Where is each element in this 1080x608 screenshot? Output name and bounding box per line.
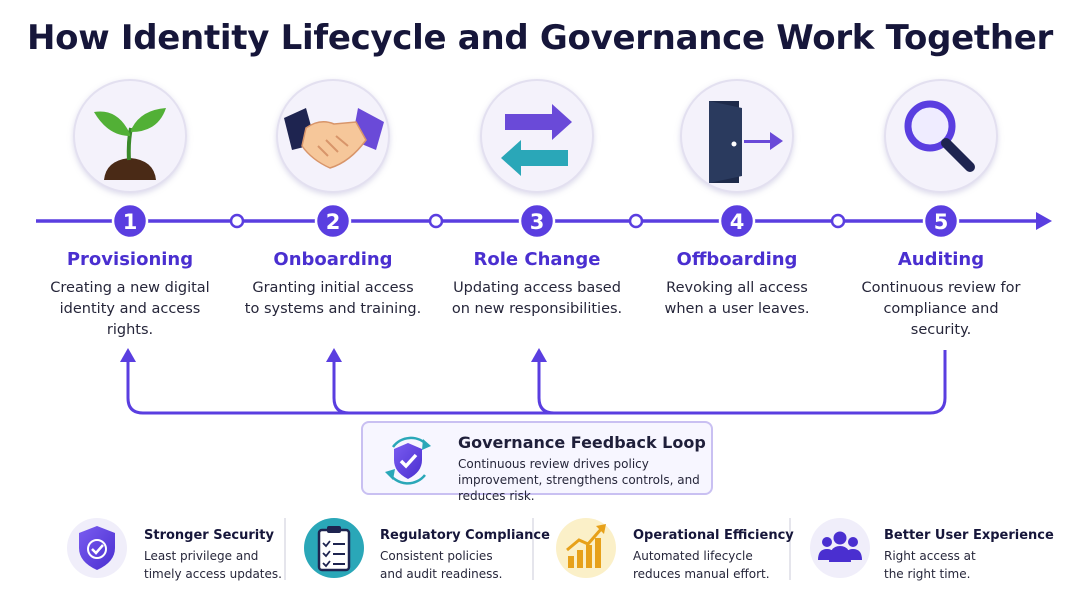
feedback-loop-title: Governance Feedback Loop xyxy=(458,433,706,452)
stage-title: Onboarding xyxy=(273,249,393,270)
stage-4-marker: 4 xyxy=(718,202,756,240)
feedback-loop-description: Continuous review drives policy improvem… xyxy=(458,457,700,503)
stage-title: Provisioning xyxy=(66,249,194,270)
benefit-1-icon-circle xyxy=(67,518,127,578)
sprout-icon xyxy=(94,108,166,180)
stage-number: 2 xyxy=(326,210,341,234)
stage-title: Role Change xyxy=(473,249,601,270)
stage-1-marker: 1 xyxy=(111,202,149,240)
stage-description: Granting initial access to systems and t… xyxy=(244,280,422,317)
exit-door-icon xyxy=(709,101,783,183)
timeline-dot xyxy=(428,213,444,229)
stage-number: 3 xyxy=(530,210,545,234)
stage-5-marker: 5 xyxy=(922,202,960,240)
stage-5-icon-circle xyxy=(884,79,998,193)
stage-2-icon-circle xyxy=(276,79,390,193)
stage-4-icon-circle xyxy=(680,79,794,193)
stage-title: Offboarding xyxy=(676,249,798,270)
stage-1-icon-circle xyxy=(73,79,187,193)
benefit-4-icon-circle xyxy=(810,518,870,578)
timeline-dot xyxy=(229,213,245,229)
stage-title: Auditing xyxy=(897,249,985,270)
stage-provisioning: Provisioning Creating a new digital iden… xyxy=(40,249,220,341)
swap-arrows-icon xyxy=(501,104,572,176)
stage-onboarding: Onboarding Granting initial access to sy… xyxy=(243,249,423,320)
stage-number: 1 xyxy=(123,210,138,234)
benefit-title: Stronger Security xyxy=(144,528,274,543)
governance-feedback-loop: Governance Feedback Loop Continuous revi… xyxy=(361,421,713,503)
feedback-loop-arrows xyxy=(126,350,947,415)
stage-auditing: Auditing Continuous review for complianc… xyxy=(851,249,1031,341)
benefit-title: Better User Experience xyxy=(884,528,1054,543)
feedback-arrowhead xyxy=(326,348,342,362)
benefit-title: Regulatory Compliance xyxy=(380,528,550,543)
stage-3-marker: 3 xyxy=(518,202,556,240)
page-title: How Identity Lifecycle and Governance Wo… xyxy=(27,18,1053,58)
benefit-description: Right access at the right time. xyxy=(884,549,976,581)
users-group-icon xyxy=(818,531,862,562)
magnifier-icon xyxy=(904,100,975,172)
timeline-dot xyxy=(628,213,644,229)
growth-chart-icon xyxy=(566,524,606,568)
stage-role-change: Role Change Updating access based on new… xyxy=(447,249,627,320)
stage-number: 5 xyxy=(934,210,949,234)
benefit-description: Least privilege and timely access update… xyxy=(144,549,282,581)
stage-description: Creating a new digital identity and acce… xyxy=(50,280,210,338)
handshake-icon xyxy=(284,108,384,169)
stage-description: Continuous review for compliance and sec… xyxy=(861,280,1021,338)
stage-description: Revoking all access when a user leaves. xyxy=(664,280,810,317)
clipboard-checklist-icon xyxy=(317,526,351,572)
benefit-title: Operational Efficiency xyxy=(633,528,794,543)
stage-2-marker: 2 xyxy=(314,202,352,240)
timeline-dot xyxy=(830,213,846,229)
shield-check-icon xyxy=(79,526,115,570)
stage-number: 4 xyxy=(730,210,745,234)
benefit-description: Consistent policies and audit readiness. xyxy=(380,549,503,581)
benefit-2-icon-circle xyxy=(304,518,364,578)
timeline-arrowhead xyxy=(1036,212,1052,230)
stage-offboarding: Offboarding Revoking all access when a u… xyxy=(647,249,827,320)
feedback-arrowhead xyxy=(531,348,547,362)
feedback-arrowhead xyxy=(120,348,136,362)
stage-description: Updating access based on new responsibil… xyxy=(451,280,623,317)
stage-3-icon-circle xyxy=(480,79,594,193)
shield-check-cycle-icon xyxy=(385,436,431,485)
benefit-description: Automated lifecycle reduces manual effor… xyxy=(633,549,770,581)
benefit-3-icon-circle xyxy=(556,518,616,578)
